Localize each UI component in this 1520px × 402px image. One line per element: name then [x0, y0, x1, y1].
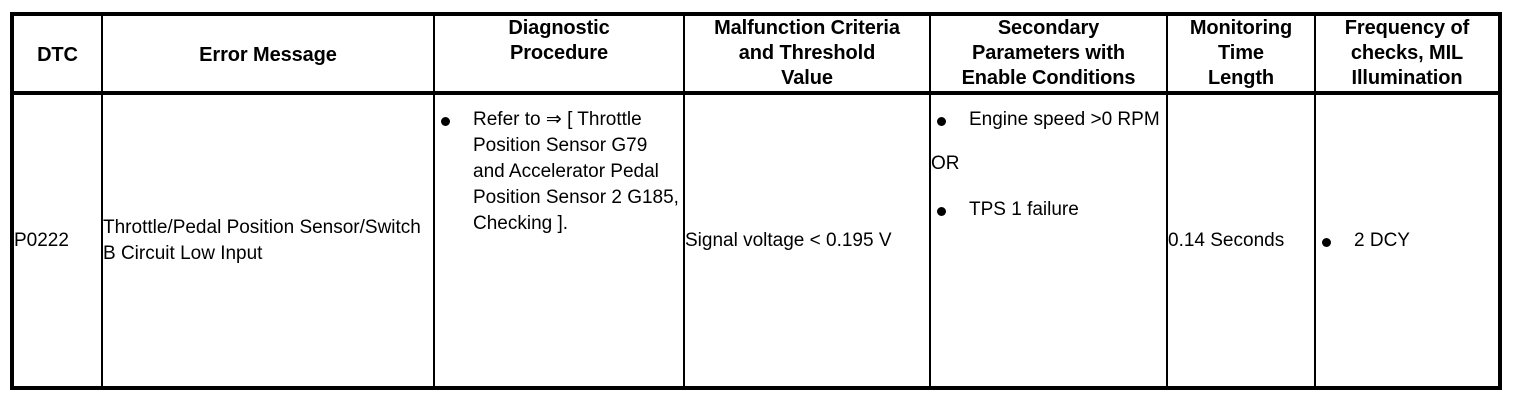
- column-header-frequency-mil: Frequency of checks, MIL Illumination: [1314, 14, 1501, 95]
- cell-monitoring-time-length: 0.14 Seconds: [1166, 93, 1316, 388]
- cell-secondary-parameters: Engine speed >0 RPM OR TPS 1 failure: [929, 93, 1168, 388]
- error-message-text: Throttle/Pedal Position Sensor/Switch B …: [103, 216, 421, 264]
- list-item: 2 DCY: [1316, 228, 1498, 254]
- malfunction-criteria-text: Signal voltage < 0.195 V: [685, 229, 892, 251]
- cell-error-message: Throttle/Pedal Position Sensor/Switch B …: [101, 93, 435, 388]
- frequency-list: 2 DCY: [1316, 228, 1498, 254]
- dtc-code: P0222: [14, 229, 69, 251]
- cell-frequency-mil: 2 DCY: [1314, 93, 1501, 388]
- column-header-diagnostic-procedure: Diagnostic Procedure: [433, 14, 685, 95]
- column-header-error-message: Error Message: [101, 14, 435, 95]
- secondary-parameters-list: Engine speed >0 RPM: [931, 107, 1166, 133]
- dtc-table: DTC Error Message Diagnostic Procedure M…: [10, 12, 1502, 390]
- column-header-dtc: DTC: [11, 14, 103, 95]
- diagnostic-procedure-list: Refer to ⇒ [ Throttle Position Sensor G7…: [435, 107, 683, 237]
- list-item: Refer to ⇒ [ Throttle Position Sensor G7…: [435, 107, 683, 237]
- list-item: Engine speed >0 RPM: [931, 107, 1166, 133]
- frequency-text: 2 DCY: [1354, 229, 1410, 251]
- spacer: [931, 133, 1166, 151]
- bullet-dot-icon: [1322, 237, 1331, 247]
- cell-dtc: P0222: [11, 93, 103, 388]
- secondary-parameter-conjunction: OR: [931, 153, 960, 174]
- spacer: [931, 177, 1166, 197]
- cell-malfunction-criteria: Signal voltage < 0.195 V: [683, 93, 931, 388]
- table-body: P0222 Throttle/Pedal Position Sensor/Swi…: [11, 93, 1501, 388]
- diagnostic-procedure-text: Refer to ⇒ [ Throttle Position Sensor G7…: [473, 109, 679, 234]
- cell-diagnostic-procedure: Refer to ⇒ [ Throttle Position Sensor G7…: [433, 93, 685, 388]
- secondary-parameter-second: TPS 1 failure: [969, 199, 1079, 220]
- secondary-parameter-first: Engine speed >0 RPM: [969, 109, 1160, 130]
- column-header-malfunction-criteria: Malfunction Criteria and Threshold Value: [683, 14, 931, 95]
- table-row: P0222 Throttle/Pedal Position Sensor/Swi…: [11, 93, 1501, 388]
- bullet-dot-icon: [937, 117, 946, 126]
- list-item: TPS 1 failure: [931, 197, 1166, 223]
- table-header: DTC Error Message Diagnostic Procedure M…: [11, 14, 1501, 95]
- column-header-monitoring-time-length: Monitoring Time Length: [1166, 14, 1316, 95]
- bullet-dot-icon: [441, 117, 450, 126]
- bullet-dot-icon: [937, 207, 946, 216]
- monitoring-time-text: 0.14 Seconds: [1168, 229, 1285, 251]
- column-header-secondary-parameters: Secondary Parameters with Enable Conditi…: [929, 14, 1168, 95]
- secondary-parameters-list-2: TPS 1 failure: [931, 197, 1166, 223]
- header-row: DTC Error Message Diagnostic Procedure M…: [11, 14, 1501, 95]
